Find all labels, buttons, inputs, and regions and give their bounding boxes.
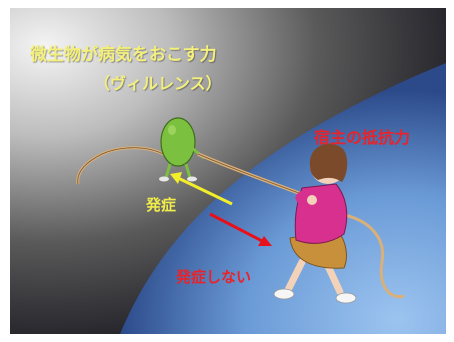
rope-left-tail <box>76 146 171 185</box>
rope-right-tail <box>339 212 405 299</box>
onset-arrow <box>170 172 233 206</box>
no-onset-label: 発症しない <box>176 268 252 286</box>
host-resistance-label: 宿主の抵抗力 <box>314 128 411 147</box>
illustration <box>76 63 446 334</box>
microbe-figure <box>159 117 205 182</box>
no-onset-arrow <box>209 212 272 246</box>
virulence-title: 微生物が病気をおこす力 <box>30 45 217 65</box>
slide-scene: 微生物が病気をおこす力 （ヴィルレンス） 宿主の抵抗力 発症 発症しない <box>10 8 446 334</box>
girl-figure <box>273 143 357 304</box>
onset-label: 発症 <box>146 196 177 214</box>
host-planet-surface <box>120 63 446 334</box>
virulence-subtitle: （ヴィルレンス） <box>94 74 222 93</box>
